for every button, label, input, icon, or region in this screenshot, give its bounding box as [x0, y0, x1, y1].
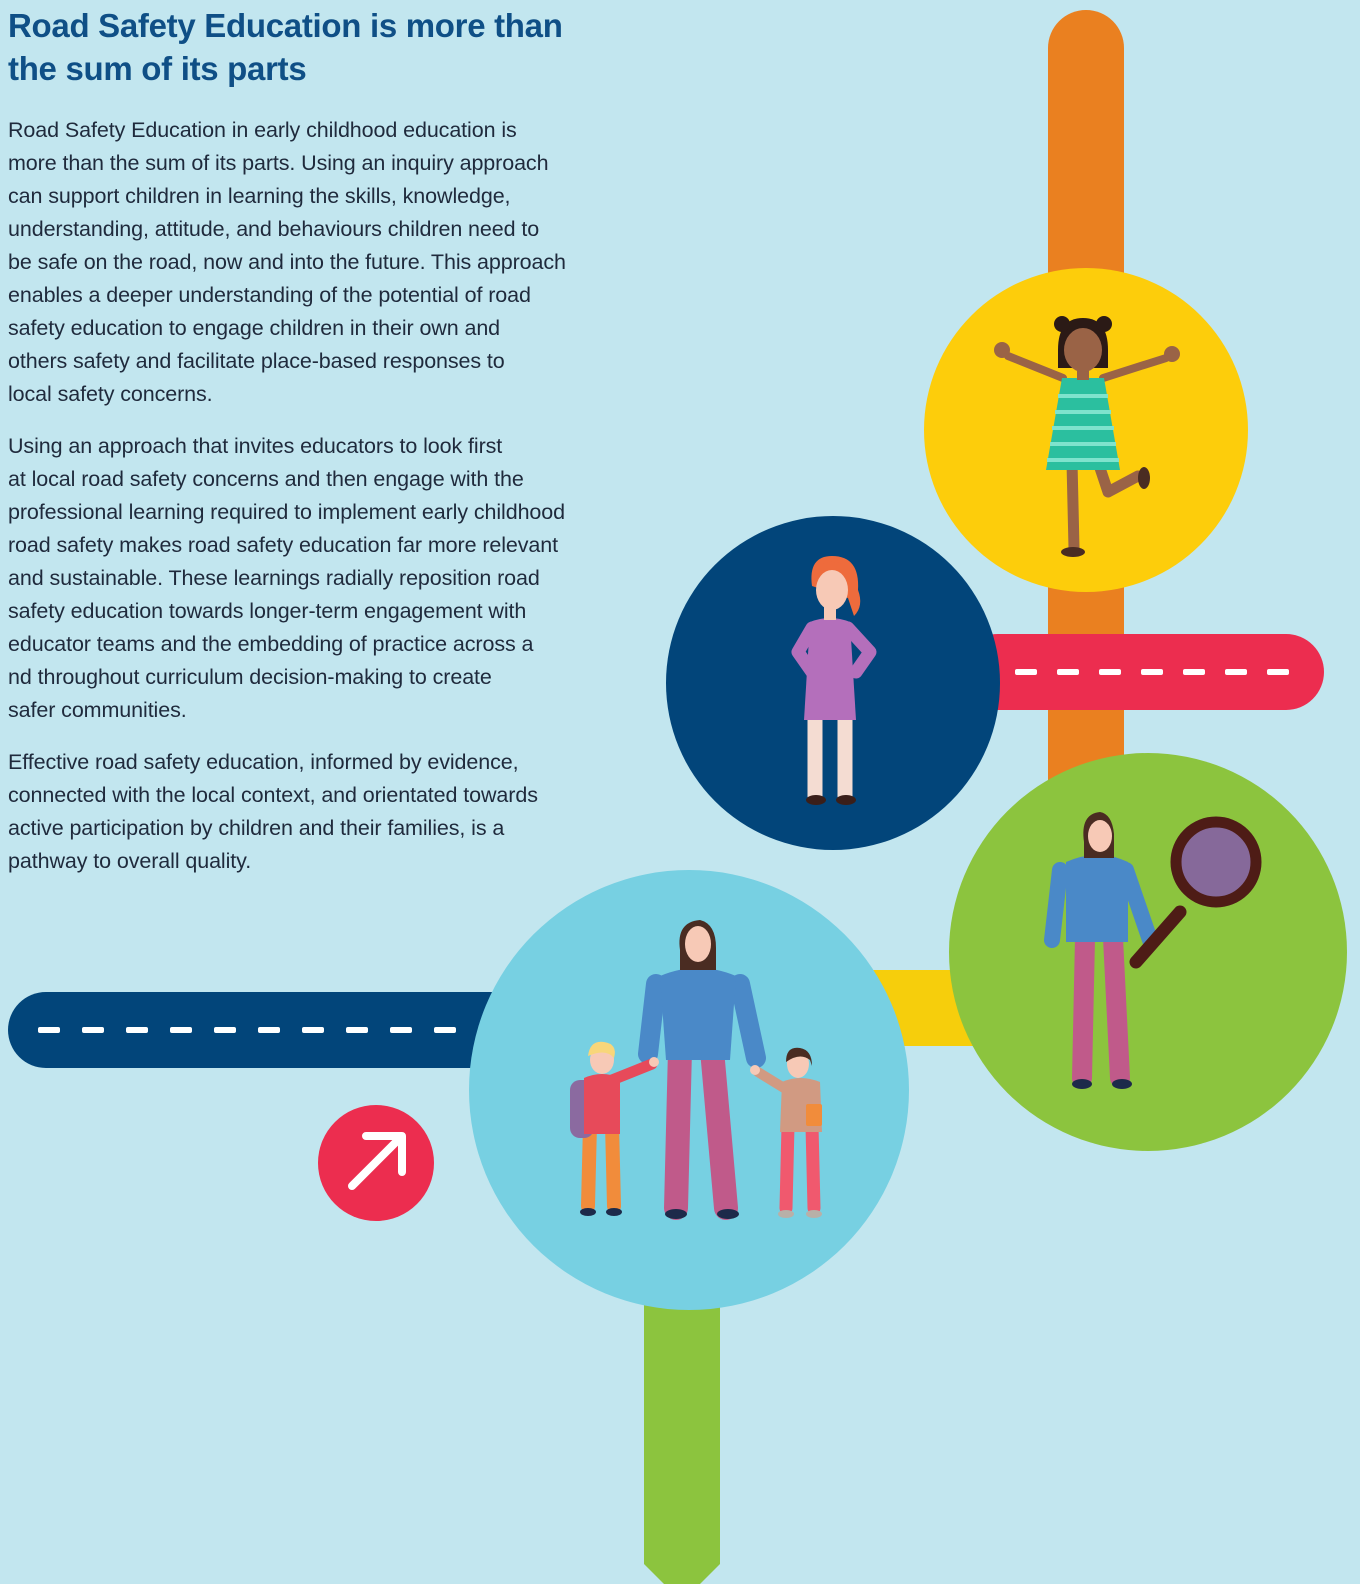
- title-line: Road Safety Education is more than: [8, 7, 563, 44]
- text-line: be safe on the road, now and into the fu…: [8, 250, 566, 274]
- text-line: safety education towards longer-term eng…: [8, 599, 527, 623]
- text-line: at local road safety concerns and then e…: [8, 467, 524, 491]
- family-walking-illustration: [570, 920, 822, 1220]
- text-line: can support children in learning the ski…: [8, 184, 511, 208]
- red-road-lane-markings: [1015, 669, 1289, 675]
- text-line: enables a deeper understanding of the po…: [8, 283, 531, 307]
- page-title: Road Safety Education is more than the s…: [8, 4, 648, 90]
- text-line: road safety makes road safety education …: [8, 533, 559, 557]
- text-line: local safety concerns.: [8, 382, 213, 406]
- paragraph-approach: Using an approach that invites educators…: [8, 430, 648, 727]
- magnifying-glass-icon: [1129, 816, 1262, 969]
- text-line: others safety and facilitate place-based…: [8, 349, 505, 373]
- text-line: active participation by children and the…: [8, 816, 505, 840]
- text-line: professional learning required to implem…: [8, 500, 566, 524]
- text-line: Using an approach that invites educators…: [8, 434, 503, 458]
- text-line: nd throughout curriculum decision-making…: [8, 665, 492, 689]
- text-line: safety education to engage children in t…: [8, 316, 501, 340]
- paragraph-conclusion: Effective road safety education, informe…: [8, 746, 648, 878]
- text-line: connected with the local context, and or…: [8, 783, 538, 807]
- text-line: more than the sum of its parts. Using an…: [8, 151, 549, 175]
- text-column: Road Safety Education is more than the s…: [8, 4, 648, 897]
- text-line: understanding, attitude, and behaviours …: [8, 217, 540, 241]
- green-road: [644, 1240, 720, 1584]
- title-line: the sum of its parts: [8, 50, 307, 87]
- text-line: safer communities.: [8, 698, 187, 722]
- woman-with-magnifier-illustration: [1044, 812, 1158, 1089]
- standing-girl-illustration: [791, 556, 877, 805]
- navy-road-lane-markings: [38, 1027, 456, 1033]
- text-line: and sustainable. These learnings radiall…: [8, 566, 540, 590]
- text-line: Effective road safety education, informe…: [8, 750, 519, 774]
- text-line: Road Safety Education in early childhood…: [8, 118, 517, 142]
- text-line: pathway to overall quality.: [8, 849, 252, 873]
- text-line: educator teams and the embedding of prac…: [8, 632, 534, 656]
- paragraph-intro: Road Safety Education in early childhood…: [8, 114, 648, 411]
- arrow-up-right-icon: [318, 1105, 434, 1221]
- dancing-girl-illustration: [994, 316, 1180, 557]
